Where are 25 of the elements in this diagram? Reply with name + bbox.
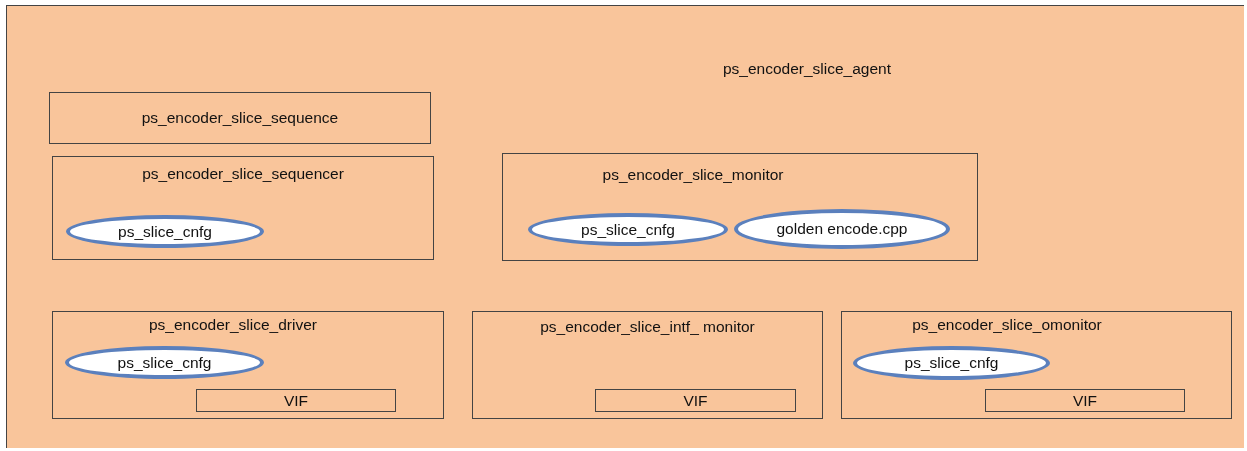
component-box: [595, 389, 796, 412]
box-title: VIF: [1071, 391, 1099, 410]
ellipse-label: ps_slice_cnfg: [903, 354, 1000, 372]
component-box: [502, 153, 978, 261]
component-box: [985, 389, 1185, 412]
ellipse-label: golden encode.cpp: [775, 220, 909, 238]
box-title: ps_encoder_slice_monitor: [601, 166, 785, 184]
ellipse-label: ps_slice_cnfg: [116, 353, 213, 372]
box-title: VIF: [682, 391, 709, 410]
component-box: [52, 311, 444, 419]
box-title: ps_encoder_slice_agent: [721, 60, 892, 78]
box-title: ps_encoder_slice_sequence: [140, 109, 340, 127]
component-box: [52, 156, 434, 260]
box-title: ps_encoder_slice_omonitor: [911, 316, 1103, 334]
box-title: ps_encoder_slice_intf_ monitor: [539, 318, 756, 336]
component-box: [49, 92, 431, 144]
ellipse-label: ps_slice_cnfg: [117, 222, 213, 241]
agent-container: [6, 5, 1244, 448]
box-title: ps_encoder_slice_driver: [148, 316, 318, 334]
ellipse-label: ps_slice_cnfg: [580, 220, 676, 239]
component-box: [196, 389, 396, 412]
box-title: ps_encoder_slice_sequencer: [141, 165, 345, 183]
box-title: VIF: [282, 391, 310, 410]
component-box: [472, 311, 823, 419]
component-box: [841, 311, 1232, 419]
